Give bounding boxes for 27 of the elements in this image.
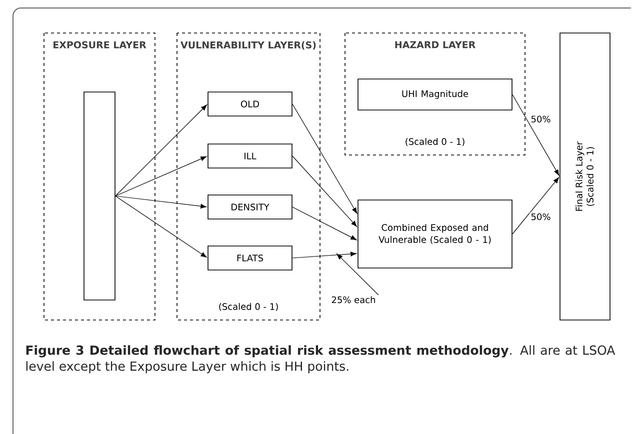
empty-box	[84, 92, 116, 300]
process-box: OLD	[208, 92, 292, 116]
arrow	[115, 156, 207, 196]
arrow	[115, 104, 207, 196]
arrow	[292, 252, 357, 258]
arrow	[292, 206, 357, 240]
scale-note: (Scaled 0 - 1)	[219, 302, 278, 312]
process-box: Final Risk Layer (Scaled 0 - 1)	[560, 32, 610, 320]
process-box: UHI Magnitude	[358, 78, 512, 110]
process-box: DENSITY	[208, 194, 292, 220]
scale-note: (Scaled 0 - 1)	[406, 138, 464, 146]
arrow	[115, 196, 207, 258]
arrow	[115, 196, 207, 208]
figure-caption: Figure 3 Detailed flowchart of spatial risk assessment methodology. All are at LSOA level except the Exposure Layer which is HH points.	[26, 345, 616, 374]
node-label: VULNERABILITY LAYER(S)	[180, 41, 316, 50]
process-box: FLATS	[208, 246, 292, 270]
arrow	[336, 254, 379, 296]
process-box: Combined Exposed and Vulnerable (Scaled 0 - 1)	[358, 200, 512, 268]
arrow	[512, 177, 560, 234]
edge-label: 50%	[531, 116, 550, 122]
arrow	[292, 104, 358, 214]
arrow	[292, 156, 358, 227]
edge-label: 50%	[531, 213, 550, 220]
node-label: EXPOSURE LAYER	[54, 41, 146, 48]
process-box: ILL	[208, 144, 292, 168]
annotation-text: 25% each	[332, 296, 375, 304]
node-label: HAZARD LAYER	[395, 41, 476, 48]
